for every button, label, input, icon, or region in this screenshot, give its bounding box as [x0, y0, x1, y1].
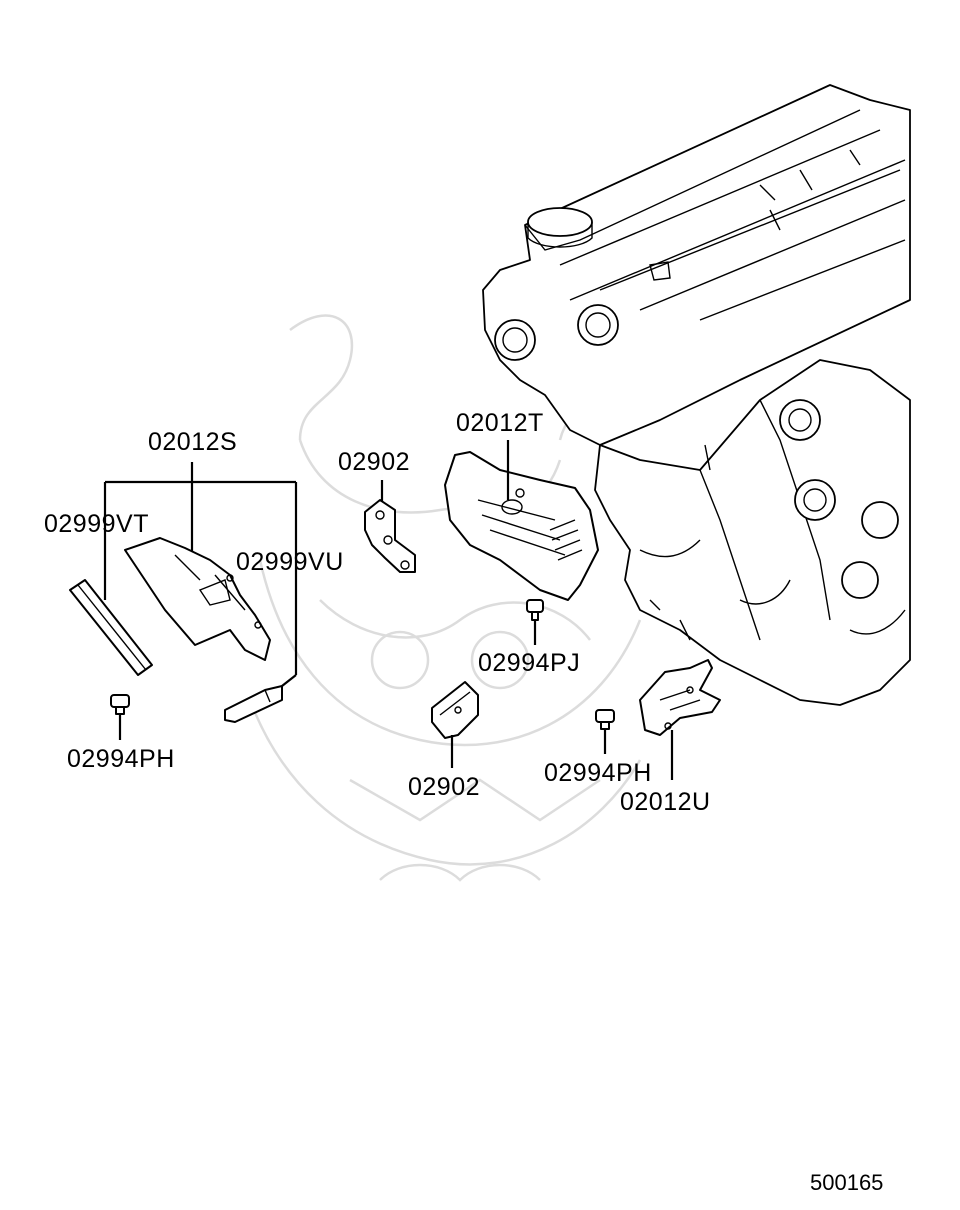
bracket-02902-bottom — [431, 681, 479, 739]
label-02902-top: 02902 — [338, 448, 410, 476]
cover-plate-02012S — [124, 537, 271, 661]
label-02999VT: 02999VT — [44, 510, 149, 538]
label-02012S: 02012S — [148, 428, 237, 456]
watermark-emblem — [248, 312, 642, 882]
label-02994PH-right: 02994PH — [544, 759, 652, 787]
label-02994PH-left: 02994PH — [67, 745, 175, 773]
bolt-02994PH-right — [595, 709, 615, 730]
diagram-reference-number: 500165 — [810, 1170, 883, 1195]
bracket-02012U — [639, 659, 721, 736]
bolt-02994PH-left — [110, 694, 130, 715]
engine-block — [482, 84, 911, 706]
label-02012T: 02012T — [456, 409, 544, 437]
timing-cover-02012T — [444, 451, 599, 601]
label-02902-bottom: 02902 — [408, 773, 480, 801]
clip-02999VU — [224, 685, 283, 723]
bolt-02994PJ — [526, 599, 544, 621]
strip-02999VT — [69, 579, 153, 676]
bracket-02902-top — [364, 499, 416, 573]
label-02999VU: 02999VU — [236, 548, 344, 576]
label-02994PJ: 02994PJ — [478, 649, 580, 677]
label-02012U: 02012U — [620, 788, 711, 816]
